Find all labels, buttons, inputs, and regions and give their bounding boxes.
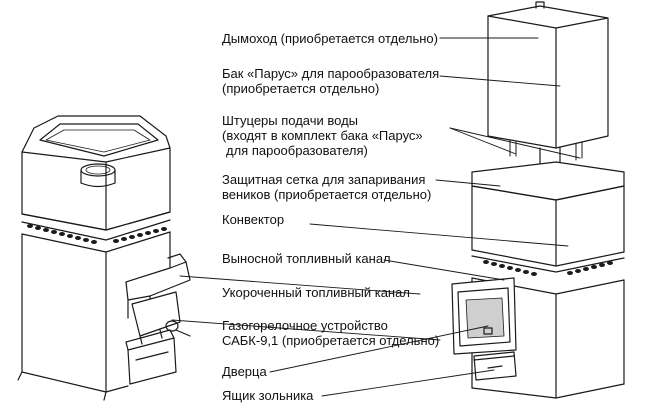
leader-lines — [171, 37, 581, 397]
right-ash-box — [473, 351, 517, 381]
left-vent-holes — [27, 224, 167, 244]
label-tank: Бак «Парус» для парообразователя (приобр… — [222, 66, 440, 96]
left-ash-box — [125, 329, 177, 385]
label-remote-fuel-channel: Выносной топливный канал — [222, 251, 391, 266]
label-mesh: Защитная сетка для запаривания веников (… — [222, 172, 432, 202]
right-door — [451, 277, 517, 355]
convector-vents — [483, 260, 613, 276]
left-chimney-collar — [80, 163, 116, 188]
label-ash-box: Ящик зольника — [222, 388, 314, 403]
right-stove — [451, 1, 625, 399]
left-gas-burner — [131, 291, 191, 345]
left-short-fuel-channel — [125, 253, 191, 319]
parus-tank — [487, 1, 609, 161]
label-fittings: Штуцеры подачи воды (входят в комплект б… — [222, 113, 423, 158]
label-door: Дверца — [222, 364, 267, 379]
left-stove — [17, 115, 191, 401]
label-convector: Конвектор — [222, 212, 285, 227]
label-gas-burner: Газогорелочное устройство САБК-9,1 (прио… — [222, 318, 440, 348]
label-chimney: Дымоход (приобретается отдельно) — [222, 31, 438, 46]
label-short-fuel-channel: Укороченный топливный канал — [222, 285, 410, 300]
